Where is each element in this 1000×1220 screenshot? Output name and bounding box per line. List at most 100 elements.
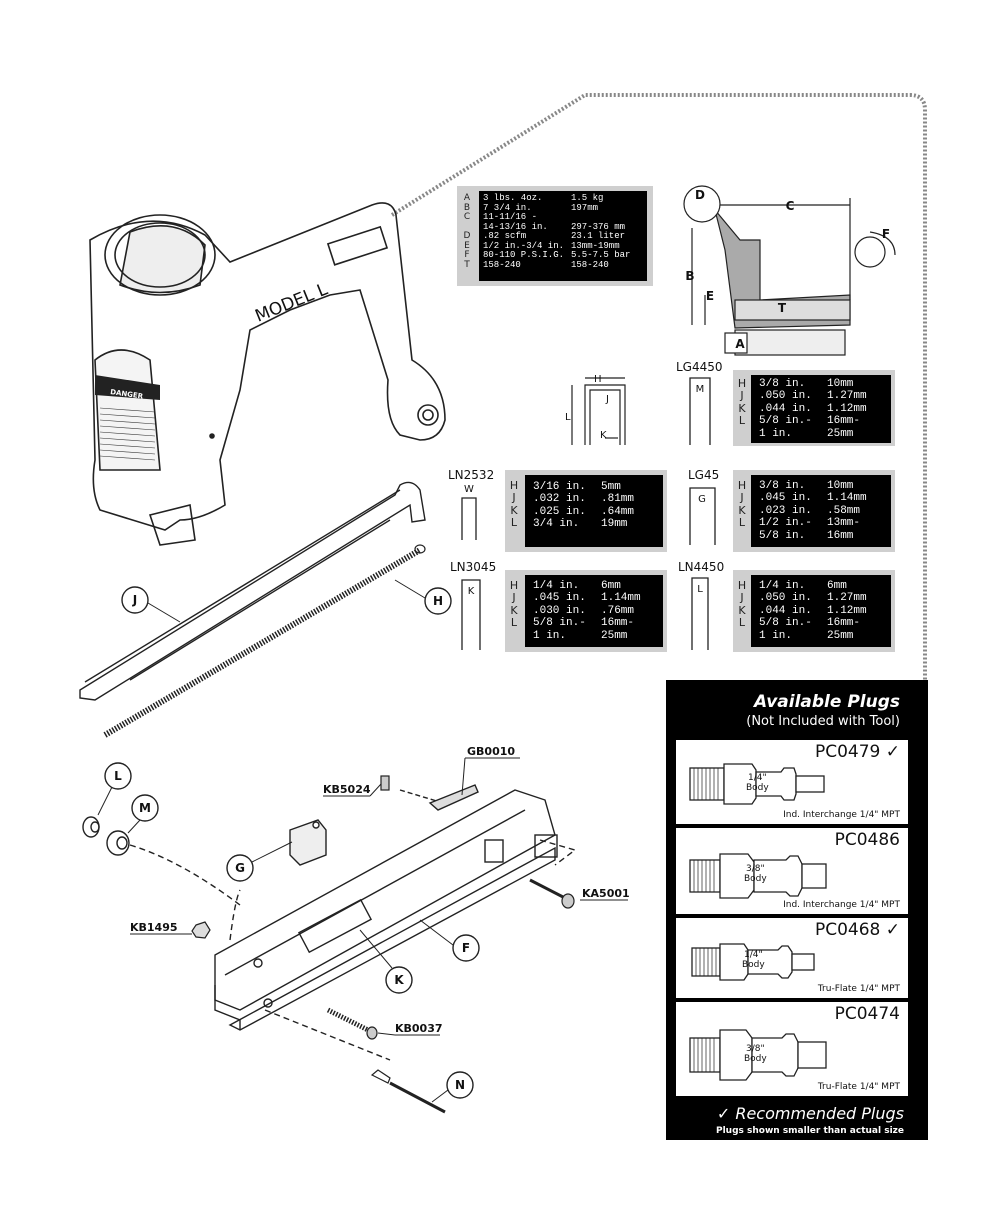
- plugs-size-note: Plugs shown smaller than actual size: [716, 1126, 904, 1136]
- stapler-gun-illustration: [89, 202, 446, 546]
- plug-description: Ind. Interchange 1/4" MPT: [783, 900, 900, 910]
- part-number-GB0010: GB0010: [467, 745, 515, 758]
- svg-text:T: T: [778, 301, 787, 315]
- svg-text:E: E: [706, 289, 714, 303]
- plug-code: PC0479: [814, 742, 881, 762]
- feed-spring-part: [103, 544, 426, 738]
- svg-text:D: D: [695, 188, 705, 202]
- bushing-M-part: [106, 830, 130, 856]
- plug-description: Tru-Flate 1/4" MPT: [817, 984, 900, 994]
- plug-code: PC0468: [814, 920, 881, 940]
- callout-F: F: [462, 941, 470, 955]
- plug-fitting-icon: [689, 853, 827, 899]
- magazine-assembly-illustration: [129, 789, 577, 1061]
- plugs-subtitle: (Not Included with Tool): [746, 714, 900, 729]
- plug-description: Ind. Interchange 1/4" MPT: [783, 810, 900, 820]
- gb0010-latch-part: [428, 784, 479, 811]
- svg-text:H: H: [594, 374, 602, 385]
- plug-fitting-icon: [689, 763, 825, 805]
- kb5024-screw-part: [380, 775, 390, 791]
- kb1495-nut-part: [191, 921, 211, 939]
- svg-text:K: K: [600, 430, 607, 441]
- kb0037-screw-part: [326, 1007, 378, 1040]
- plug-description: Tru-Flate 1/4" MPT: [817, 1082, 900, 1092]
- callout-J: J: [132, 593, 137, 607]
- plug-card-PC0474: PC0474 3/8"Body Tru-Flate 1/4" MPT: [676, 1002, 908, 1096]
- plug-card-PC0486: PC0486 3/8"Body Ind. Interchange 1/4" MP…: [676, 828, 908, 914]
- sku-LG45: LG45: [688, 468, 720, 482]
- callout-letters: J H L M G K F N: [114, 593, 470, 1092]
- ka5001-screw-part: [529, 878, 575, 909]
- plug-code: PC0474: [834, 1004, 900, 1024]
- spec-row: 7 3/4 in.197mm: [483, 202, 599, 213]
- plug-card-PC0479: PC0479 ✓ 1/4"Body Ind. Interchange 1/4" …: [676, 740, 908, 824]
- staple-icon-LG4450: [689, 377, 711, 445]
- plug-fitting-icon: [691, 943, 815, 981]
- check-icon: ✓: [885, 742, 900, 762]
- svg-text:L: L: [565, 412, 571, 423]
- svg-text:M: M: [696, 384, 705, 395]
- spec-row: 80-110 P.S.I.G.5.5-7.5 bar: [483, 250, 631, 260]
- svg-text:K: K: [468, 586, 475, 597]
- part-number-KB1495: KB1495: [130, 921, 178, 934]
- staple-icon-LG45: [689, 487, 716, 545]
- plug-card-PC0468: PC0468 ✓ 1/4"Body Tru-Flate 1/4" MPT: [676, 918, 908, 998]
- svg-text:L: L: [697, 584, 703, 595]
- part-number-labels: GB0010 KB5024 KA5001 KB1495 KB0037: [130, 745, 630, 1035]
- sku-LN4450: LN4450: [678, 560, 725, 574]
- part-number-KA5001: KA5001: [582, 887, 630, 900]
- callout-H: H: [433, 594, 443, 608]
- svg-text:MODEL L: MODEL L: [252, 279, 331, 326]
- sku-LG4450: LG4450: [676, 360, 723, 374]
- air-hose-dotted-line: [390, 93, 927, 1022]
- dimension-labels: D C F B E T A: [685, 188, 890, 351]
- callout-G: G: [235, 861, 245, 875]
- svg-text:F: F: [882, 227, 890, 241]
- magazine-follower-part: [79, 481, 426, 701]
- svg-text:J: J: [605, 394, 609, 405]
- staple-icon-letters: M W G K L: [464, 384, 706, 597]
- part-number-KB0037: KB0037: [395, 1022, 443, 1035]
- clip-G-part: [289, 819, 327, 866]
- available-plugs-panel: Available Plugs (Not Included with Tool)…: [666, 680, 928, 1140]
- sku-LN3045: LN3045: [450, 560, 497, 574]
- check-icon: ✓: [885, 920, 900, 940]
- part-number-KB5024: KB5024: [323, 783, 371, 796]
- svg-text:A: A: [735, 337, 745, 351]
- recommended-plugs-legend: ✓ Recommended Plugs: [716, 1104, 904, 1123]
- callout-L: L: [114, 769, 122, 783]
- staple-icon-LN3045: [461, 579, 481, 650]
- staple-dimension-sketch: [571, 377, 626, 445]
- callout-K: K: [394, 973, 404, 987]
- callout-circles: [104, 586, 480, 1099]
- dimension-diagram: [683, 185, 896, 356]
- spec-row: 11-11/16 -: [483, 212, 538, 222]
- svg-text:C: C: [786, 199, 795, 213]
- check-icon: ✓: [716, 1104, 731, 1123]
- staple-dimension-labels: H J L K: [565, 374, 609, 441]
- svg-text:B: B: [685, 269, 694, 283]
- plug-code: PC0486: [834, 830, 900, 850]
- plug-fitting-icon: [689, 1029, 827, 1081]
- model-label-text: MODEL L: [252, 279, 331, 326]
- svg-text:G: G: [698, 494, 706, 505]
- staple-icons: [461, 377, 716, 650]
- danger-warning-label: [95, 375, 160, 461]
- main-specs-table: 3 lbs. 4oz.1.5 kg 7 3/4 in.197mm 11-11/1…: [479, 191, 647, 281]
- callout-N: N: [455, 1078, 465, 1092]
- staple-icon-LN4450: [691, 577, 709, 650]
- rivet-N-part: [370, 1069, 446, 1114]
- plugs-title: Available Plugs: [753, 692, 900, 712]
- sku-LN2532: LN2532: [448, 468, 495, 482]
- spec-row: 1/2 in.-3/4 in.13mm-19mm: [483, 240, 620, 251]
